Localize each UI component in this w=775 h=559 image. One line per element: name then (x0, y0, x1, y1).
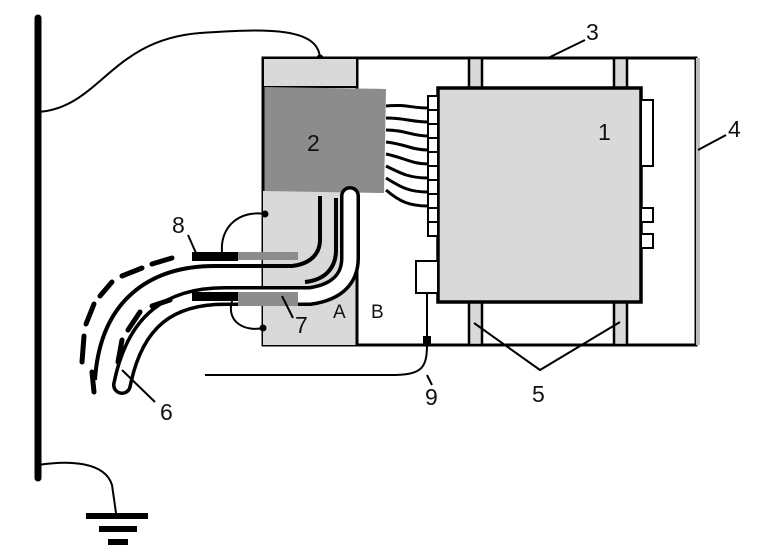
bond-terminal-bottom (259, 324, 267, 332)
label-5: 5 (532, 381, 545, 407)
gland-bottom (192, 292, 298, 306)
bond-terminal-top (261, 210, 269, 218)
feedthrough-9 (423, 336, 431, 345)
cable-core (93, 196, 322, 381)
cable-shield-braid (79, 255, 175, 395)
ground-wire (37, 461, 117, 514)
device-connector (427, 95, 439, 237)
label-zone-a: A (333, 302, 346, 323)
label-9: 9 (425, 384, 438, 410)
top-ground-wire (37, 29, 321, 113)
label-3: 3 (586, 19, 599, 45)
wire-9 (205, 344, 428, 376)
ground-symbol-icon (86, 513, 148, 545)
bond-wire-top (220, 212, 266, 253)
label-4: 4 (728, 116, 741, 142)
top-light-block (262, 57, 358, 88)
label-2: 2 (307, 130, 320, 156)
cable-core-2 (304, 198, 338, 284)
terminal-module (415, 260, 439, 294)
bond-wire-bottom (229, 300, 264, 330)
label-6: 6 (160, 399, 173, 425)
label-8: 8 (172, 212, 185, 238)
leader-lines (121, 39, 727, 403)
label-zone-b: B (371, 302, 384, 323)
filter-to-device-wires (385, 103, 429, 208)
filter-block (263, 87, 386, 193)
label-1: 1 (598, 119, 611, 145)
device-right-tabs (640, 99, 654, 249)
gland-top (192, 252, 298, 261)
label-7: 7 (295, 312, 308, 338)
